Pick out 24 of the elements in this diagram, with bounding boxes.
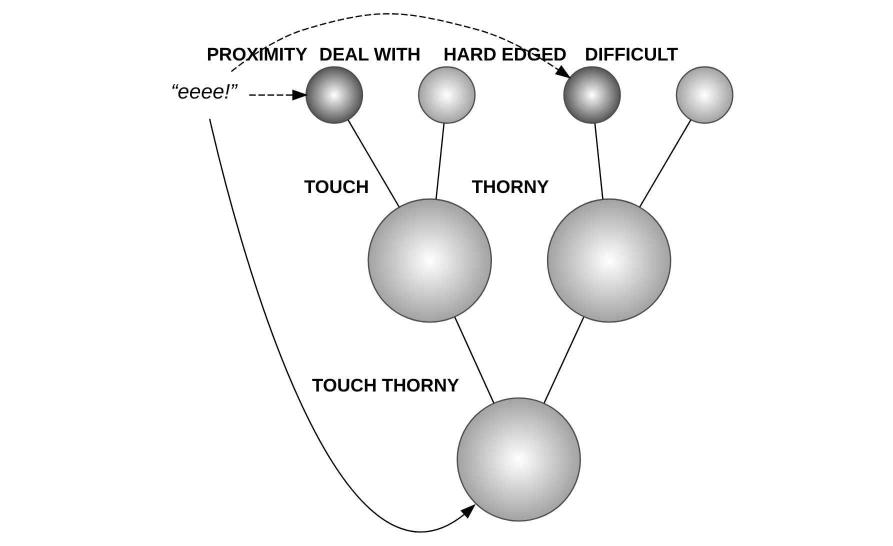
node-label: DIFFICULT [584, 44, 678, 65]
node-label: HARD EDGED [444, 44, 567, 65]
arrow [209, 118, 476, 532]
connector [454, 316, 494, 404]
node-circle [546, 198, 672, 323]
node-circle [306, 66, 364, 124]
connector [594, 123, 604, 200]
arrow [230, 13, 572, 79]
connector [435, 123, 445, 200]
node-text: “eeee!” [170, 80, 237, 104]
connector [639, 119, 692, 208]
node-circle [563, 66, 621, 124]
node-circle [368, 198, 492, 323]
node-label: THORNY [472, 176, 550, 197]
node-label: DEAL WITH [319, 44, 421, 65]
node-circle [676, 66, 734, 124]
connector [544, 316, 584, 404]
arrow [249, 90, 308, 101]
node-label: PROXIMITY [206, 44, 308, 65]
node-label: TOUCH THORNY [312, 374, 460, 396]
node-label: TOUCH [304, 176, 369, 197]
connector [347, 119, 400, 208]
node-circle [418, 66, 476, 124]
node-circle [456, 397, 581, 522]
